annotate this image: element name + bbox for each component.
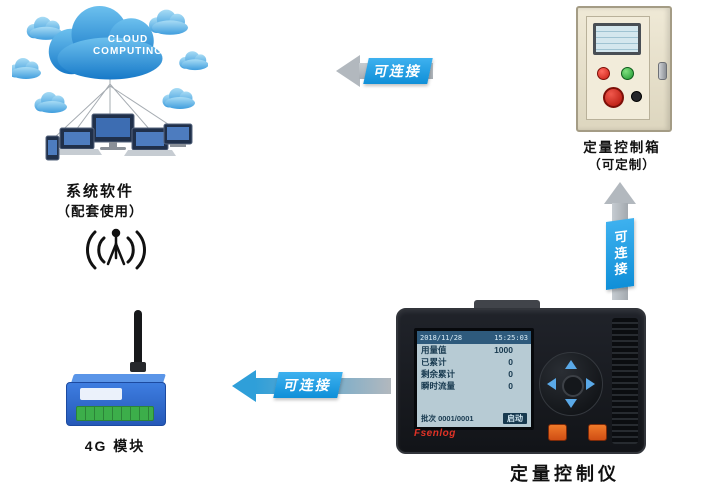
wifi-signal-icon	[86, 228, 146, 270]
small-cloud-icon	[8, 58, 41, 79]
laptop-icon	[52, 127, 102, 155]
connect-label-bottom: 可连接	[273, 372, 343, 398]
control-box-lcd-screen	[596, 26, 638, 52]
heat-sink-vents	[612, 318, 638, 444]
lcd-time: 15:25:03	[494, 333, 528, 342]
cloud-title-line1: CLOUD	[107, 34, 149, 45]
lcd-batch: 批次 0001/0001	[421, 414, 474, 423]
lcd-row: 已累计 0	[417, 356, 531, 368]
nav-left-icon[interactable]	[547, 378, 556, 390]
function-button-left[interactable]	[548, 424, 567, 441]
module-terminal-block	[76, 406, 154, 421]
controller-lcd-screen: 2018/11/28 15:25:03 用量值 1000 已累计 0 剩余累计 …	[414, 328, 534, 430]
lcd-date: 2018/11/28	[420, 333, 463, 342]
lcd-row-value: 0	[508, 381, 513, 391]
lcd-header: 2018/11/28 15:25:03	[417, 331, 531, 344]
system-software-subcaption: （配套使用）	[56, 204, 144, 219]
emergency-stop-button[interactable]	[603, 87, 624, 108]
lcd-row-value: 0	[508, 357, 513, 367]
green-button[interactable]	[621, 67, 634, 80]
laptop-icon	[124, 127, 176, 156]
small-cloud-icon	[34, 92, 67, 113]
antenna-base	[130, 362, 146, 372]
cloud-title-line2: COMPUTING	[92, 46, 164, 57]
arrow-up	[604, 182, 636, 204]
nav-right-icon[interactable]	[586, 378, 595, 390]
arrow-left-bottom	[232, 370, 256, 402]
lcd-row-label: 剩余累计	[421, 369, 456, 379]
arrow-left-top	[336, 55, 360, 87]
nav-ok-button[interactable]	[562, 375, 584, 397]
lcd-row: 用量值 1000	[417, 344, 531, 356]
lcd-row: 剩余累计 0	[417, 368, 531, 380]
network-lines	[53, 74, 175, 139]
control-box-subcaption: （可定制）	[588, 158, 656, 172]
controller-caption: 定量控制仪	[510, 464, 620, 484]
lcd-row: 瞬时流量 0	[417, 380, 531, 392]
lcd-start-chip: 启动	[503, 413, 527, 424]
cloud-network-graphic	[8, 6, 209, 161]
cloud-computing-illustration: CLOUD COMPUTING	[8, 4, 209, 176]
small-cloud-icon	[162, 88, 195, 109]
black-knob[interactable]	[631, 91, 642, 102]
door-lock	[658, 62, 667, 80]
lcd-row-value: 1000	[494, 345, 513, 355]
monitor-icon	[91, 113, 135, 150]
lcd-bottom-bar: 批次 0001/0001 启动	[419, 412, 529, 425]
brand-logo: Fsenlog	[414, 428, 456, 439]
red-button[interactable]	[597, 67, 610, 80]
small-cloud-icon	[149, 9, 188, 35]
phone-icon	[45, 135, 60, 161]
navigation-pad[interactable]	[539, 352, 603, 416]
antenna-icon	[134, 310, 142, 366]
lcd-row-value: 0	[508, 369, 513, 379]
control-box	[576, 6, 672, 132]
quantitative-controller-device: 2018/11/28 15:25:03 用量值 1000 已累计 0 剩余累计 …	[396, 308, 646, 454]
cloud-title: CLOUD COMPUTING	[68, 34, 188, 58]
lcd-row-label: 已累计	[421, 357, 447, 367]
function-button-right[interactable]	[588, 424, 607, 441]
connect-label-top: 可连接	[363, 58, 433, 84]
connect-label-vertical: 可连接	[606, 218, 634, 290]
nav-up-icon[interactable]	[565, 360, 577, 369]
control-box-door	[586, 16, 650, 120]
lcd-row-label: 用量值	[421, 345, 447, 355]
4g-module-label: 4G 模块	[84, 438, 146, 454]
module-sticker	[80, 388, 122, 400]
nav-down-icon[interactable]	[565, 399, 577, 408]
control-box-lcd	[593, 23, 641, 55]
lcd-row-label: 瞬时流量	[421, 381, 456, 391]
monitor-icon	[163, 123, 193, 147]
control-box-caption: 定量控制箱	[583, 140, 661, 155]
system-software-caption: 系统软件	[65, 183, 134, 200]
